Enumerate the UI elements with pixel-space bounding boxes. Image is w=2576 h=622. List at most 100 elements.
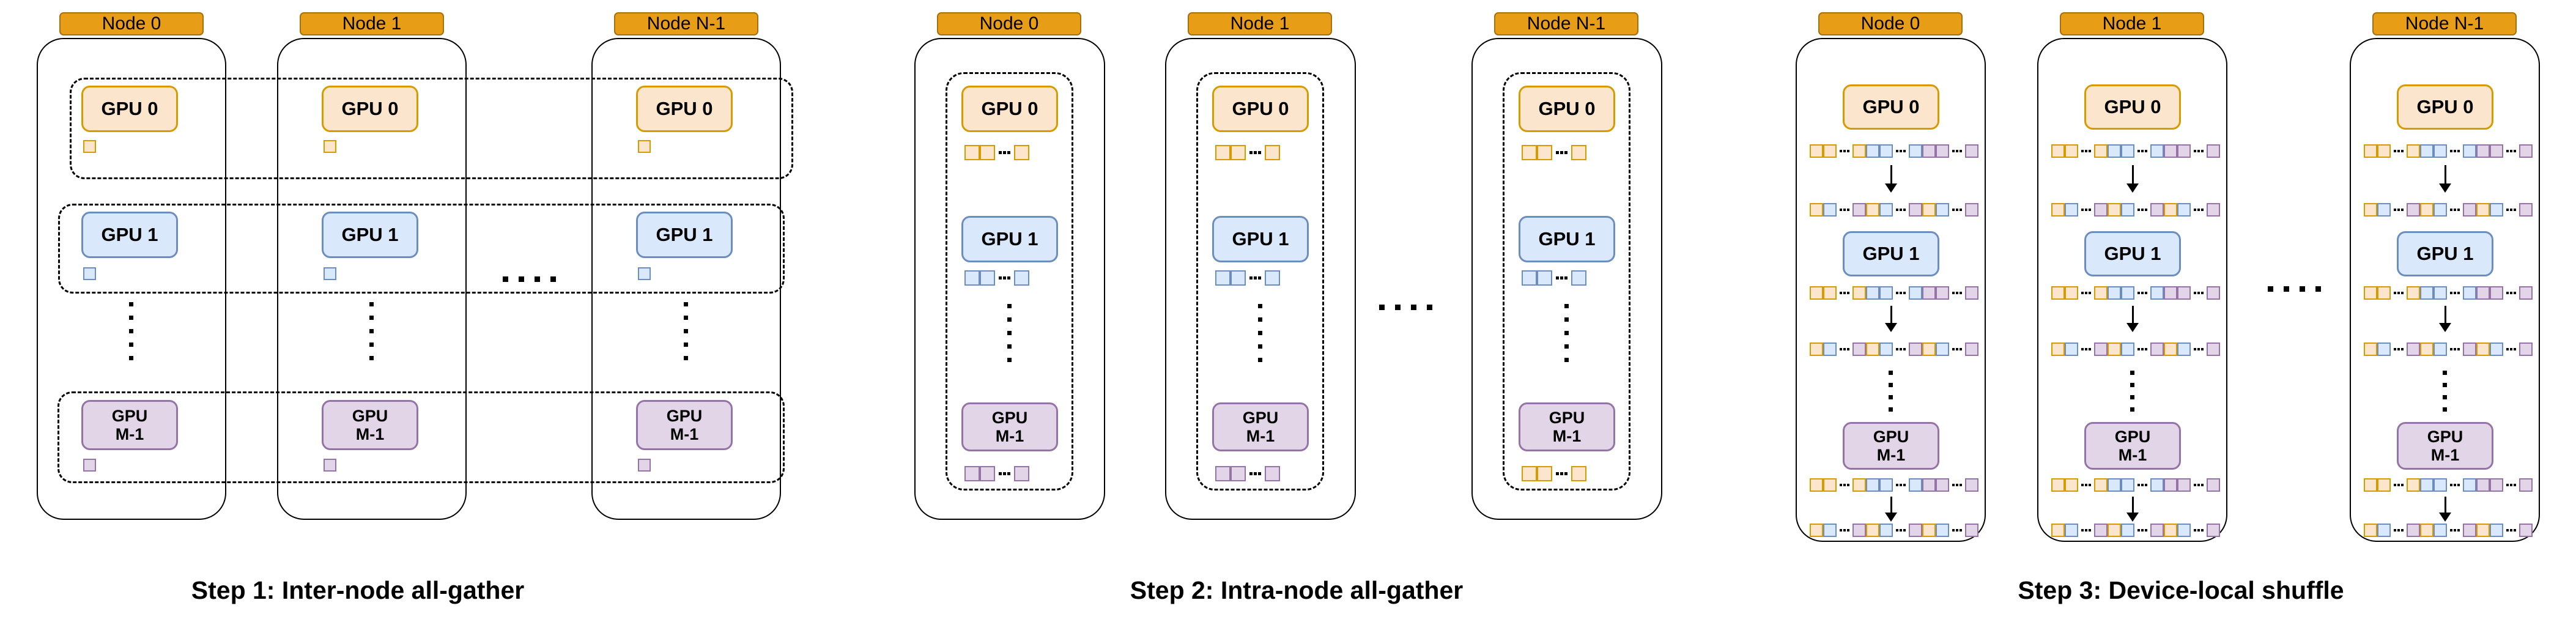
shard-square <box>2164 524 2177 537</box>
shard-square <box>2150 342 2164 356</box>
dot <box>2089 292 2091 294</box>
dot <box>2194 292 2196 294</box>
dot <box>1903 150 1906 152</box>
gpu-box-gpu1: GPU 1 <box>961 216 1058 262</box>
vertical-ellipsis-dot <box>684 342 688 347</box>
gpu-box-gpu1: GPU 1 <box>1212 216 1309 262</box>
gpu-label: GPU <box>1873 427 1909 446</box>
shard-square <box>1936 478 1949 492</box>
dot <box>1896 292 1898 294</box>
gpu-label: GPU 1 <box>2416 243 2474 264</box>
dot <box>1956 529 1958 531</box>
dot <box>1560 151 1563 154</box>
dot <box>2194 209 2196 211</box>
dot <box>2197 348 2200 350</box>
gap-ellipsis-dot <box>519 276 524 282</box>
shard-square <box>1810 524 1823 537</box>
shard-row <box>1522 466 1586 481</box>
ellipsis-dots <box>2137 150 2147 152</box>
dot <box>1843 484 1846 486</box>
shard-square <box>1909 342 1922 356</box>
dot <box>999 472 1002 475</box>
dot <box>1903 484 1906 486</box>
dot <box>1254 151 1257 154</box>
shard-square <box>2065 286 2078 300</box>
shard-row <box>2051 524 2220 537</box>
shard-square <box>2207 203 2220 217</box>
dot <box>2141 209 2144 211</box>
shard-square <box>2177 478 2191 492</box>
shard-square <box>2407 203 2420 217</box>
shard-square <box>1866 524 1879 537</box>
node-label: Node 1 <box>342 13 402 34</box>
shard-square <box>2094 342 2108 356</box>
dot <box>2197 292 2200 294</box>
vertical-ellipsis-dot <box>2130 383 2134 387</box>
dot <box>2137 484 2140 486</box>
shard-square <box>1866 342 1879 356</box>
dot <box>2141 484 2144 486</box>
dot <box>1847 150 1849 152</box>
vertical-ellipsis-dot <box>1258 331 1262 335</box>
shard-square <box>2051 524 2065 537</box>
shard-square <box>2476 478 2490 492</box>
shard-square <box>2377 524 2391 537</box>
dot <box>2201 529 2204 531</box>
shard-square <box>1879 286 1893 300</box>
gap-ellipsis-dot <box>1395 305 1401 310</box>
shard-square <box>1231 466 1246 481</box>
shard-square <box>1965 286 1978 300</box>
dot <box>1903 348 1906 350</box>
dot <box>1900 348 1902 350</box>
shard-square <box>1936 286 1949 300</box>
shard-square <box>2094 478 2108 492</box>
shard-row <box>1810 342 1978 356</box>
shard-square <box>1265 466 1280 481</box>
shard-square <box>2177 342 2191 356</box>
vertical-ellipsis-dot <box>129 342 133 347</box>
gpu-label: M-1 <box>1246 427 1275 445</box>
shard-square <box>1879 144 1893 158</box>
dot <box>2145 292 2147 294</box>
dot <box>2194 484 2196 486</box>
vertical-ellipsis-dot <box>1889 407 1893 412</box>
node-box <box>914 38 1105 520</box>
ellipsis-dots <box>2081 150 2091 152</box>
ellipsis-dots <box>2450 348 2460 350</box>
shard-square <box>2364 342 2377 356</box>
ellipsis-dots <box>2194 529 2204 531</box>
shard-square <box>2377 286 2391 300</box>
shard-square <box>2463 342 2476 356</box>
dot <box>2145 150 2147 152</box>
shard-square <box>1537 145 1552 160</box>
gpu-box-gpu0: GPU 0 <box>1843 84 1939 130</box>
dot <box>1249 276 1253 280</box>
dot <box>2137 529 2140 531</box>
gpu-box-gpu1: GPU 1 <box>81 212 178 258</box>
shard-square <box>1810 342 1823 356</box>
shard-square <box>2207 478 2220 492</box>
dot <box>2089 348 2091 350</box>
node-label: Node 0 <box>979 13 1039 34</box>
gpu-label: GPU 0 <box>981 98 1038 119</box>
shard-square <box>2207 144 2220 158</box>
shard-square <box>1823 203 1837 217</box>
shard-square <box>1965 524 1978 537</box>
dot <box>1258 276 1261 280</box>
gpu-label: GPU <box>111 406 148 425</box>
vertical-ellipsis-dot <box>2130 407 2134 412</box>
shard-square <box>1265 145 1280 160</box>
dot <box>1896 529 1898 531</box>
dot <box>2137 348 2140 350</box>
dot <box>2401 150 2404 152</box>
shard-square <box>2407 478 2420 492</box>
shard-row <box>964 145 1029 160</box>
ellipsis-dots <box>1840 209 1849 211</box>
shard-row <box>1810 524 1978 537</box>
dot <box>2510 484 2512 486</box>
dot <box>1952 150 1955 152</box>
dot <box>1003 276 1006 280</box>
shard-square <box>2121 203 2134 217</box>
